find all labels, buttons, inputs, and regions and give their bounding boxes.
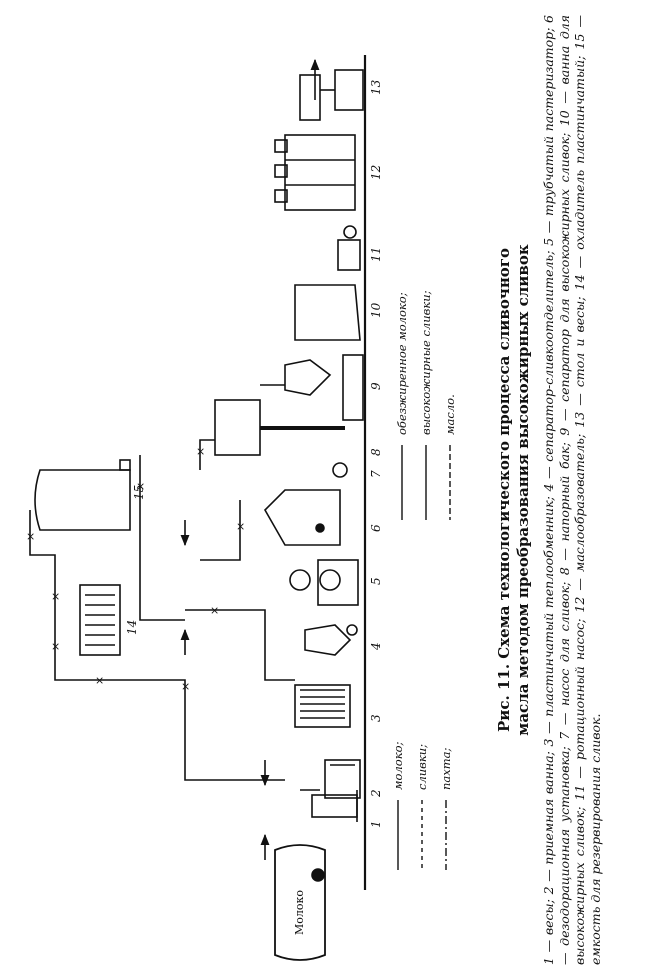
equipment-15-reserve-tank — [34, 459, 131, 531]
figure-caption: Рис. 11. Схема технологического процесса… — [495, 15, 635, 965]
equipment-number-2: 2 — [369, 789, 383, 798]
equipment-13-table-and-scales — [299, 69, 364, 121]
equipment-number-14: 14 — [125, 620, 139, 635]
key-butter: масло. — [443, 394, 457, 435]
svg-text:×: × — [210, 604, 219, 617]
equipment-5-tubular-pasteurizer — [289, 559, 359, 606]
key-high-fat-cream: высокожирные сливки; — [419, 290, 433, 435]
equipment-number-6: 6 — [369, 524, 383, 532]
source-label: Молоко — [293, 890, 306, 935]
equipment-number-10: 10 — [369, 302, 383, 318]
key-cream: сливки; — [415, 744, 429, 790]
equipment-11-rotary-pump — [337, 225, 361, 271]
svg-text:×: × — [26, 530, 35, 543]
svg-text:×: × — [136, 480, 145, 493]
milk-source-tank — [274, 844, 326, 961]
equipment-number-4: 4 — [369, 642, 383, 651]
equipment-12-butter-maker — [274, 134, 356, 211]
equipment-number-7: 7 — [369, 470, 383, 478]
equipment-14-plate-cooler — [79, 584, 121, 656]
cream-line-marks: × × × × × × × × × — [26, 445, 245, 693]
title-line-1: Рис. 11. Схема технологического процесса… — [495, 248, 513, 732]
key-buttermilk: пахта; — [439, 747, 453, 790]
key-skim-milk: обезжиренное молоко; — [395, 292, 409, 435]
equipment-9-high-fat-separator — [284, 354, 364, 421]
line-key-right: обезжиренное молоко; высокожирные сливки… — [395, 290, 457, 520]
flow-arrows — [180, 58, 320, 860]
svg-text:×: × — [95, 674, 104, 687]
equipment-1-scales — [300, 789, 358, 822]
equipment-3-plate-heat-exchanger — [294, 684, 351, 728]
equipment-2-receiving-tank — [324, 759, 361, 799]
equipment-10-cream-vat — [294, 284, 361, 341]
equipment-7-cream-pump — [332, 462, 348, 478]
svg-text:×: × — [181, 680, 190, 693]
equipment-number-8: 8 — [369, 448, 383, 456]
equipment-number-15: 15 — [132, 485, 146, 500]
key-milk: молоко; — [391, 742, 405, 790]
svg-text:×: × — [196, 445, 205, 458]
equipment-number-3: 3 — [369, 714, 383, 722]
equipment-number-1: 1 — [369, 820, 383, 828]
equipment-8-head-tank — [214, 399, 345, 456]
figure-title: Рис. 11. Схема технологического процесса… — [495, 15, 533, 965]
svg-text:×: × — [236, 520, 245, 533]
equipment-number-12: 12 — [369, 165, 383, 180]
line-key-left: молоко; сливки; пахта; — [391, 742, 453, 870]
equipment-number-5: 5 — [369, 577, 383, 585]
cream-pipeline — [29, 384, 295, 781]
equipment-number-11: 11 — [369, 247, 383, 262]
equipment-6-deodorization-unit — [264, 489, 341, 546]
equipment-number-13: 13 — [369, 79, 383, 95]
equipment-4-cream-separator — [304, 624, 358, 656]
svg-text:×: × — [51, 590, 60, 603]
figure-legend: 1 — весы; 2 — приемная ванна; 3 — пласти… — [541, 15, 603, 965]
svg-text:×: × — [51, 640, 60, 653]
title-line-2: масла методом преобразования высокожирны… — [514, 244, 532, 736]
equipment-number-9: 9 — [369, 382, 383, 390]
